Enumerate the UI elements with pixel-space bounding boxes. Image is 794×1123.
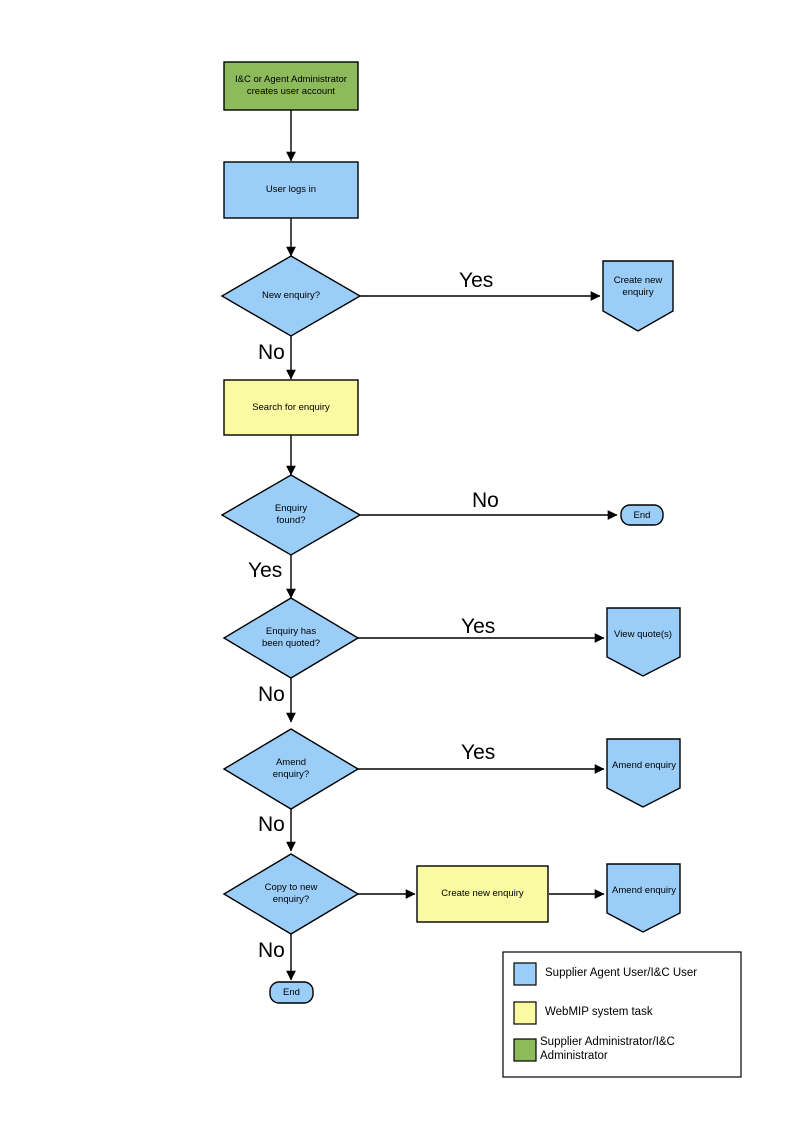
branch-label-yes-enquiry-quoted: Yes [461, 615, 496, 638]
node-amend-enquiry-decision[interactable] [222, 728, 360, 810]
node-search-for-enquiry[interactable] [223, 379, 359, 436]
branch-label-no-copy-to-new: No [258, 939, 285, 962]
legend-swatch-supplier-administrator [513, 1038, 537, 1062]
branch-label-no-new-enquiry: No [258, 341, 285, 364]
node-create-new-enquiry-bottom[interactable] [416, 865, 549, 923]
node-admin-creates-account[interactable] [223, 61, 359, 111]
legend-label-supplier-agent-user: Supplier Agent User/I&C User [545, 967, 698, 979]
node-amend-enquiry-action[interactable] [606, 738, 681, 808]
legend-label-supplier-administrator: Supplier Administrator/I&C Administrator [540, 1036, 675, 1062]
legend-label-webmip-system-task: WebMIP system task [545, 1006, 653, 1018]
branch-label-yes-amend-enquiry: Yes [461, 741, 496, 764]
node-end-not-found[interactable] [620, 504, 664, 526]
legend-swatch-webmip-system-task [513, 1001, 537, 1025]
node-label-end-final: End [283, 987, 300, 998]
node-copy-to-new-decision[interactable] [222, 853, 360, 935]
node-enquiry-found-decision[interactable] [220, 474, 362, 556]
node-amend-enquiry-copy[interactable] [606, 863, 681, 933]
connector-group [286, 110, 618, 981]
branch-label-no-amend-enquiry: No [258, 813, 285, 836]
node-label-end-not-found: End [633, 509, 651, 521]
branch-label-no-enquiry-quoted: No [258, 683, 285, 706]
node-end-final[interactable] [269, 981, 314, 1004]
branch-label-yes-new-enquiry: Yes [459, 269, 494, 292]
legend-box [502, 951, 742, 1078]
node-new-enquiry-decision[interactable] [220, 255, 362, 337]
node-create-new-enquiry-top[interactable] [602, 260, 674, 332]
branch-label-yes-enquiry-found: Yes [248, 559, 283, 582]
branch-label-no-enquiry-found: No [472, 489, 499, 512]
node-enquiry-quoted-decision[interactable] [222, 597, 360, 679]
legend-swatch-supplier-agent-user [513, 962, 537, 986]
node-user-logs-in[interactable] [223, 161, 359, 219]
node-view-quotes[interactable] [606, 607, 681, 677]
